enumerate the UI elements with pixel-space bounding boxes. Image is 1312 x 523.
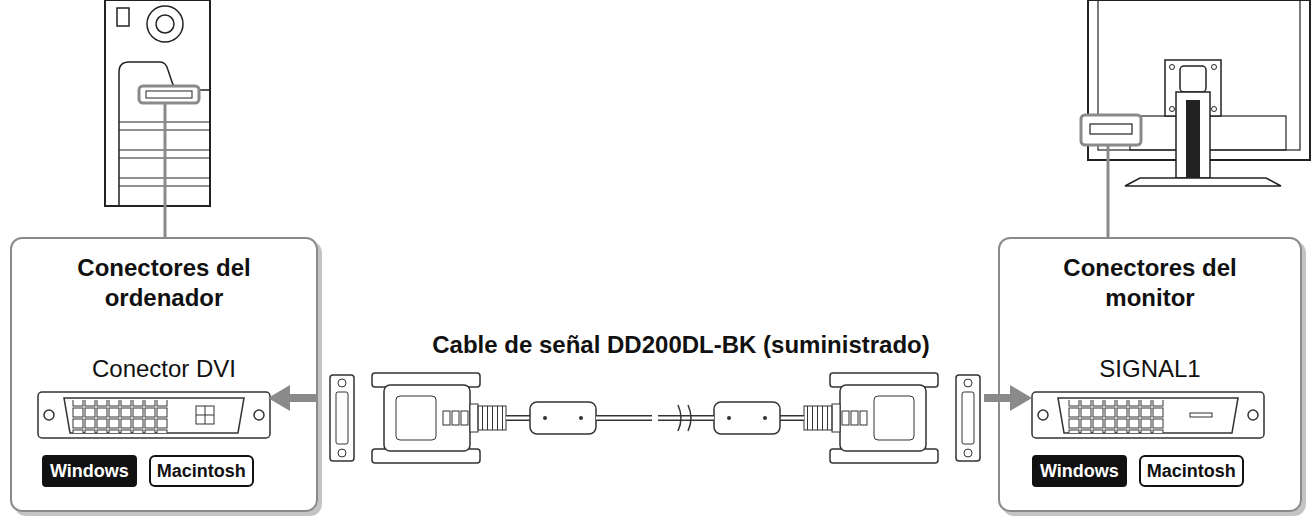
os-badge: Macintosh xyxy=(149,455,254,487)
connector-name: SIGNAL1 xyxy=(1000,355,1300,383)
badge-text: Windows xyxy=(1040,461,1119,481)
panel-heading: Conectores del ordenador xyxy=(12,253,316,313)
cable-label: Cable de señal DD200DL-BK (suministrado) xyxy=(430,331,931,359)
badge-text: Windows xyxy=(50,461,129,481)
os-badge: Windows xyxy=(1032,455,1127,487)
os-badge: Macintosh xyxy=(1139,455,1244,487)
badge-text: Macintosh xyxy=(1147,461,1236,481)
badge-text: Macintosh xyxy=(157,461,246,481)
computer-tower xyxy=(105,0,210,237)
dvi-connector xyxy=(1032,392,1264,438)
os-badge: Windows xyxy=(42,455,137,487)
panel-heading: Conectores del monitor xyxy=(1000,253,1300,313)
dvi-cable xyxy=(330,373,980,463)
direction-arrow xyxy=(268,385,322,411)
connector-panel: Conectores del ordenadorConector DVI Wind… xyxy=(10,237,318,512)
monitor xyxy=(1081,0,1310,237)
dvi-connector xyxy=(38,392,270,438)
direction-arrow xyxy=(984,385,1032,411)
connector-name: Conector DVI xyxy=(12,355,316,383)
connector-panel: Conectores del monitorSIGNAL1Windows Maci… xyxy=(998,237,1302,512)
